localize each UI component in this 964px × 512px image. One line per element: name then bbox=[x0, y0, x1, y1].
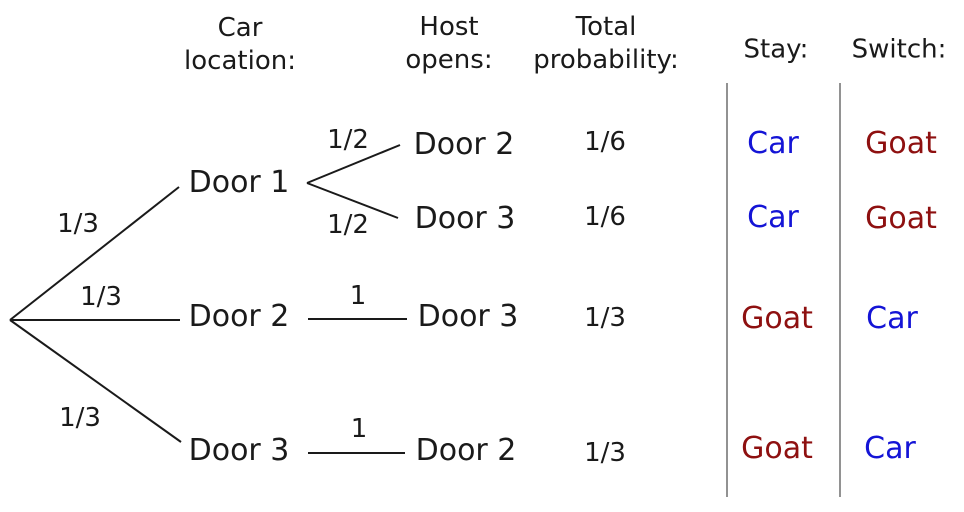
stay-outcome-row3: Goat bbox=[741, 300, 813, 336]
total-probability-row1: 1/6 bbox=[584, 127, 626, 158]
total-probability-row3: 1/3 bbox=[584, 303, 626, 334]
header-host-opens: Host opens: bbox=[405, 11, 492, 77]
root-branch3-probability: 1/3 bbox=[59, 403, 101, 434]
branch-root-to-door3-line bbox=[9, 319, 182, 443]
host-opens-node-row4: Door 2 bbox=[415, 432, 517, 468]
host-branch-probability-row3: 1 bbox=[349, 281, 367, 312]
switch-outcome-row1: Goat bbox=[865, 125, 937, 161]
header-car-location-line2: location: bbox=[184, 46, 296, 76]
switch-outcome-row4: Car bbox=[864, 430, 916, 466]
branch-door1-to-host-door2-line bbox=[306, 144, 401, 184]
branch-root-to-door1-line bbox=[9, 186, 180, 321]
host-branch-probability-row2: 1/2 bbox=[327, 210, 369, 241]
root-branch1-probability: 1/3 bbox=[57, 209, 99, 240]
header-car-location-line1: Car bbox=[217, 13, 263, 43]
car-location-door2-node: Door 2 bbox=[188, 298, 290, 334]
host-branch-probability-row1: 1/2 bbox=[327, 125, 369, 156]
header-total-probability: Total probability: bbox=[533, 11, 679, 77]
header-car-location: Car location: bbox=[184, 12, 296, 78]
total-probability-row2: 1/6 bbox=[584, 202, 626, 233]
header-stay: Stay: bbox=[743, 34, 809, 65]
stay-outcome-row2: Car bbox=[747, 199, 799, 235]
host-opens-node-row2: Door 3 bbox=[414, 200, 516, 236]
stay-outcome-row4: Goat bbox=[741, 430, 813, 466]
car-location-door3-node: Door 3 bbox=[188, 432, 290, 468]
header-host-opens-line2: opens: bbox=[405, 45, 493, 75]
total-probability-row4: 1/3 bbox=[584, 438, 626, 469]
host-opens-node-row3: Door 3 bbox=[417, 298, 519, 334]
host-branch-probability-row4: 1 bbox=[350, 414, 368, 445]
header-switch: Switch: bbox=[851, 34, 947, 65]
switch-outcome-row2: Goat bbox=[865, 200, 937, 236]
host-opens-node-row1: Door 2 bbox=[413, 126, 515, 162]
header-total-probability-line1: Total bbox=[575, 12, 637, 42]
car-location-door1-node: Door 1 bbox=[188, 164, 290, 200]
stay-outcome-row1: Car bbox=[747, 125, 799, 161]
root-branch2-probability: 1/3 bbox=[80, 282, 122, 313]
header-host-opens-line1: Host bbox=[419, 12, 479, 42]
branch-door1-to-host-door3-line bbox=[306, 182, 399, 219]
header-total-probability-line2: probability: bbox=[533, 45, 679, 75]
switch-outcome-row3: Car bbox=[866, 300, 918, 336]
